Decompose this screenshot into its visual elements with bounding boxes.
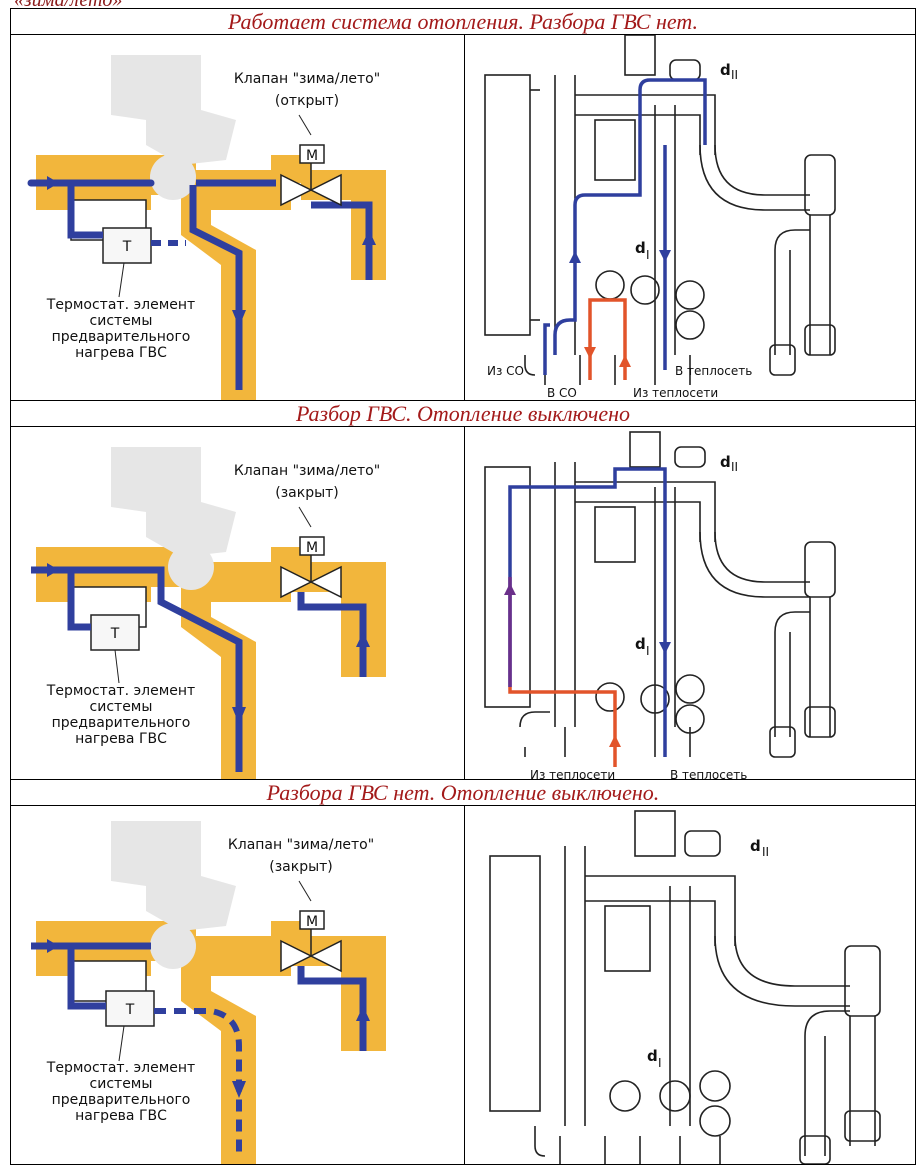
valve-state: (открыт) [275, 93, 339, 109]
thermo-caption-line-2: системы [90, 313, 153, 329]
valve-state: (закрыт) [275, 485, 339, 501]
valve-label: Клапан "зима/лето" [234, 71, 380, 87]
thermo-caption-line-4: нагрева ГВС [75, 1108, 167, 1124]
section-3-valve-diagram: T M Клапан "зима/лето" (закрыт) Термоста… [11, 806, 464, 1164]
thermo-caption-line-3: предварительного [52, 329, 191, 345]
thermo-caption-line-2: системы [90, 699, 153, 715]
thermo-label: T [110, 626, 120, 642]
motor-label: M [306, 148, 318, 164]
thermo-label: T [125, 1002, 135, 1018]
valve-state: (закрыт) [269, 859, 333, 875]
d-mid-sub: I [646, 248, 650, 262]
section-2-unit-drawing: d II d I Из теплосети В теплосеть [465, 427, 915, 779]
section-2-valve-diagram: T M Клапан "зима/лето" (закрыт) Термоста… [11, 427, 464, 779]
section-1-title: Работает система отопления. Разбора ГВС … [11, 9, 915, 35]
d-top-label: d [750, 837, 761, 855]
section-3-title: Разбора ГВС нет. Отопление выключено. [11, 780, 915, 806]
label-to-co: В СО [547, 386, 577, 400]
label-to-net: В теплосеть [675, 364, 752, 378]
section-2-title: Разбор ГВС. Отопление выключено [11, 401, 915, 427]
thermo-caption-line-1: Термостат. элемент [46, 297, 195, 313]
thermo-caption-line-2: системы [90, 1076, 153, 1092]
thermo-caption-line-4: нагрева ГВС [75, 345, 167, 361]
d-top-sub: II [762, 845, 769, 859]
motor-label: M [306, 540, 318, 556]
top-caption: «зима/лето» [14, 0, 122, 8]
thermo-caption-line-3: предварительного [52, 1092, 191, 1108]
d-mid-label: d [647, 1047, 658, 1065]
d-mid-sub: I [658, 1056, 662, 1070]
scheme-table: Работает система отопления. Разбора ГВС … [10, 8, 916, 1165]
d-top-sub: II [731, 460, 738, 474]
valve-label: Клапан "зима/лето" [228, 837, 374, 853]
thermo-caption-line-4: нагрева ГВС [75, 731, 167, 747]
thermo-caption-line-1: Термостат. элемент [46, 1060, 195, 1076]
d-mid-label: d [635, 239, 646, 257]
section-3-unit-drawing: d II d I [465, 806, 915, 1164]
section-1-valve-diagram: T M Клапан "зима/лето" (открыт) Термоста… [11, 35, 464, 400]
thermo-caption-line-1: Термостат. элемент [46, 683, 195, 699]
d-top-sub: II [731, 68, 738, 82]
d-mid-label: d [635, 635, 646, 653]
section-1-unit-drawing: d II d I Из СО В СО В теплосеть Из тепло… [465, 35, 915, 400]
motor-label: M [306, 914, 318, 930]
valve-label: Клапан "зима/лето" [234, 463, 380, 479]
label-from-net: Из теплосети [530, 768, 615, 779]
d-mid-sub: I [646, 644, 650, 658]
thermo-label: T [122, 239, 132, 255]
label-to-net: В теплосеть [670, 768, 747, 779]
d-top-label: d [720, 61, 731, 79]
label-from-net: Из теплосети [633, 386, 718, 400]
thermo-caption-line-3: предварительного [52, 715, 191, 731]
label-from-co: Из СО [487, 364, 524, 378]
d-top-label: d [720, 453, 731, 471]
